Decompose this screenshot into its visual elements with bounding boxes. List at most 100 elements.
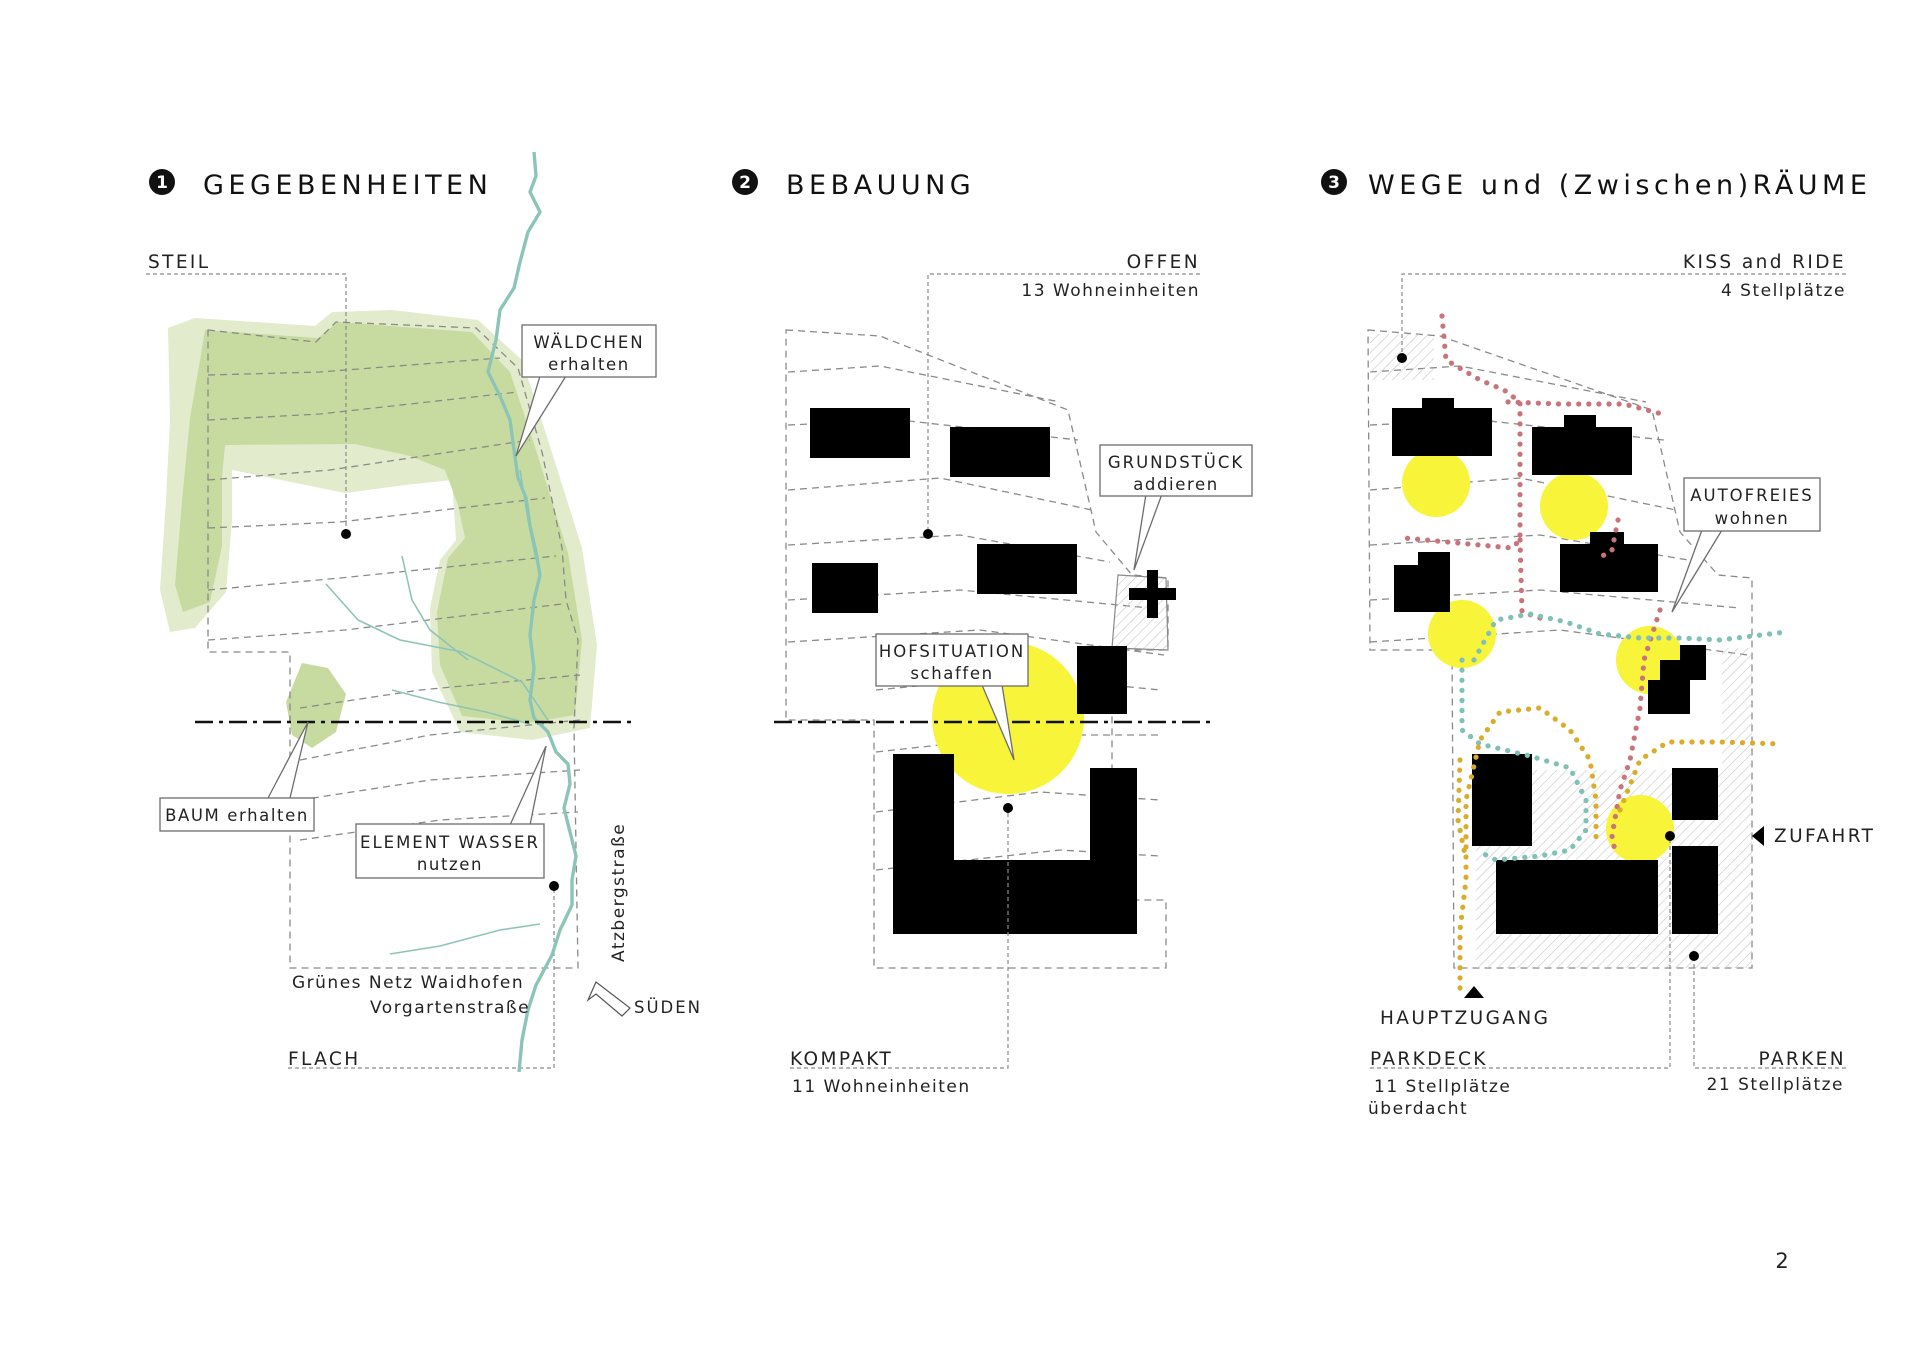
- label-flach: FLACH: [288, 1049, 361, 1070]
- zufahrt-arrow-icon: [1752, 826, 1764, 846]
- auto-callout-line2: wohnen: [1715, 509, 1790, 528]
- panel2-number: 2: [739, 173, 751, 193]
- label-kompakt: KOMPAKT: [790, 1049, 893, 1070]
- space-circle-2: [1540, 472, 1608, 540]
- panel-bebauung: 2 BEBAUUNG GRUNDSTÜCK addieren HOFSITUAT…: [732, 169, 1253, 1097]
- waeldchen-callout-box: [521, 324, 657, 378]
- wasser-callout-line1: ELEMENT WASSER: [360, 833, 540, 852]
- hof-callout-line1: HOFSITUATION: [879, 642, 1025, 661]
- building-3g: [1496, 860, 1658, 934]
- building-2d: [977, 544, 1077, 594]
- panel1-number: 1: [156, 173, 168, 193]
- parken-point: [1689, 951, 1699, 961]
- dotted-paths: [1401, 313, 1789, 991]
- building-3e: [1648, 645, 1706, 714]
- panel-gegebenheiten: 1 GEGEBENHEITEN WÄLDCHEN erhalten BAUM e…: [146, 151, 702, 1073]
- river: [486, 151, 578, 1073]
- sueden-arrow: [586, 981, 631, 1017]
- panel1-number-badge: [149, 169, 175, 195]
- parkdeck-point: [1665, 831, 1675, 841]
- label-zufahrt: ZUFAHRT: [1774, 826, 1875, 847]
- streams: [325, 469, 549, 955]
- building-3a: [1392, 398, 1492, 456]
- panel-wege-raeume: 3 WEGE und (Zwischen)RÄUME: [1321, 169, 1875, 1119]
- forest-area: [175, 322, 582, 723]
- grund-callout-line2: addieren: [1133, 475, 1219, 494]
- flach-point: [549, 881, 559, 891]
- parken-spaces: 21 Stellplätze: [1707, 1075, 1844, 1095]
- label-hauptzugang: HAUPTZUGANG: [1380, 1008, 1550, 1029]
- building-3c: [1394, 552, 1450, 612]
- label-sueden: SÜDEN: [634, 998, 702, 1017]
- kompakt-units: 11 Wohneinheiten: [792, 1077, 971, 1097]
- hauptzugang-arrow-icon: [1464, 986, 1484, 998]
- grund-callout-pointer: [1133, 493, 1163, 571]
- building-3i: [1672, 846, 1718, 934]
- auto-callout-pointer: [1671, 529, 1723, 613]
- label-kiss-ride: KISS and RIDE: [1683, 252, 1846, 273]
- panel3-number-badge: [1321, 169, 1347, 195]
- label-vorgartenstrasse: Vorgartenstraße: [370, 998, 530, 1018]
- baum-callout-pointer: [267, 721, 309, 799]
- waeldchen-callout-line2: erhalten: [548, 355, 630, 374]
- kiss-point: [1397, 353, 1407, 363]
- building-2e: [1077, 646, 1127, 714]
- parken-leader: [1693, 956, 1846, 1069]
- wasser-callout-line2: nutzen: [417, 855, 483, 874]
- grundstueck-addition: [1111, 574, 1169, 651]
- building-2c: [812, 563, 878, 613]
- panel2-number-badge: [732, 169, 758, 195]
- space-circle-5: [1606, 795, 1674, 863]
- building-2-compact-u: [893, 754, 1137, 934]
- hof-callout-pointer: [981, 684, 1015, 761]
- offen-units: 13 Wohneinheiten: [1021, 281, 1200, 301]
- space-circle-1: [1402, 449, 1470, 517]
- baum-callout-label: BAUM erhalten: [165, 806, 309, 825]
- auto-callout-line1: AUTOFREIES: [1690, 486, 1814, 505]
- building-2b: [950, 427, 1050, 477]
- label-parkdeck: PARKDECK: [1370, 1049, 1488, 1070]
- building-3h: [1672, 768, 1718, 820]
- label-gruenes-netz: Grünes Netz Waidhofen: [292, 973, 524, 993]
- grund-callout-box: [1099, 444, 1253, 497]
- parkdeck-leader: [1370, 836, 1671, 1069]
- wasser-callout-pointer: [509, 745, 547, 826]
- steil-leader: [146, 273, 347, 534]
- panel1-title: GEGEBENHEITEN: [203, 170, 492, 201]
- parken-hatch: [1722, 648, 1752, 968]
- parkdeck-note: überdacht: [1368, 1099, 1468, 1119]
- waeldchen-callout-line1: WÄLDCHEN: [533, 333, 644, 352]
- steil-point: [341, 529, 351, 539]
- offen-point: [923, 529, 933, 539]
- kompakt-leader: [790, 808, 1009, 1069]
- hof-callout-box: [875, 633, 1029, 687]
- kiss-leader: [1401, 273, 1846, 358]
- building-3d: [1560, 532, 1658, 592]
- grund-callout-line1: GRUNDSTÜCK: [1108, 453, 1244, 472]
- label-steil: STEIL: [148, 252, 211, 273]
- path-gold: [1455, 705, 1785, 991]
- label-parken: PARKEN: [1758, 1049, 1846, 1070]
- building-3b: [1532, 415, 1632, 475]
- building-3f: [1472, 754, 1532, 846]
- baum-callout-box: [159, 797, 315, 832]
- hof-callout-line2: schaffen: [910, 664, 993, 683]
- contour-lines-1: [207, 357, 581, 841]
- label-offen: OFFEN: [1127, 252, 1200, 273]
- panel2-title: BEBAUUNG: [786, 170, 975, 201]
- plus-icon: [1129, 570, 1176, 618]
- page-number: 2: [1775, 1249, 1788, 1273]
- building-2a: [810, 408, 910, 458]
- site-outline-3: [1367, 329, 1753, 969]
- path-red: [1401, 313, 1665, 859]
- kompakt-point: [1003, 803, 1013, 813]
- waeldchen-callout-pointer: [515, 375, 567, 457]
- auto-callout-box: [1683, 477, 1821, 532]
- wasser-callout-box: [355, 823, 545, 879]
- kiss-spaces: 4 Stellplätze: [1721, 281, 1846, 301]
- panel3-number: 3: [1328, 173, 1340, 193]
- label-atzbergstrasse: Atzbergstraße: [609, 823, 629, 962]
- path-teal: [1459, 611, 1789, 863]
- panel3-title: WEGE und (Zwischen)RÄUME: [1368, 169, 1871, 201]
